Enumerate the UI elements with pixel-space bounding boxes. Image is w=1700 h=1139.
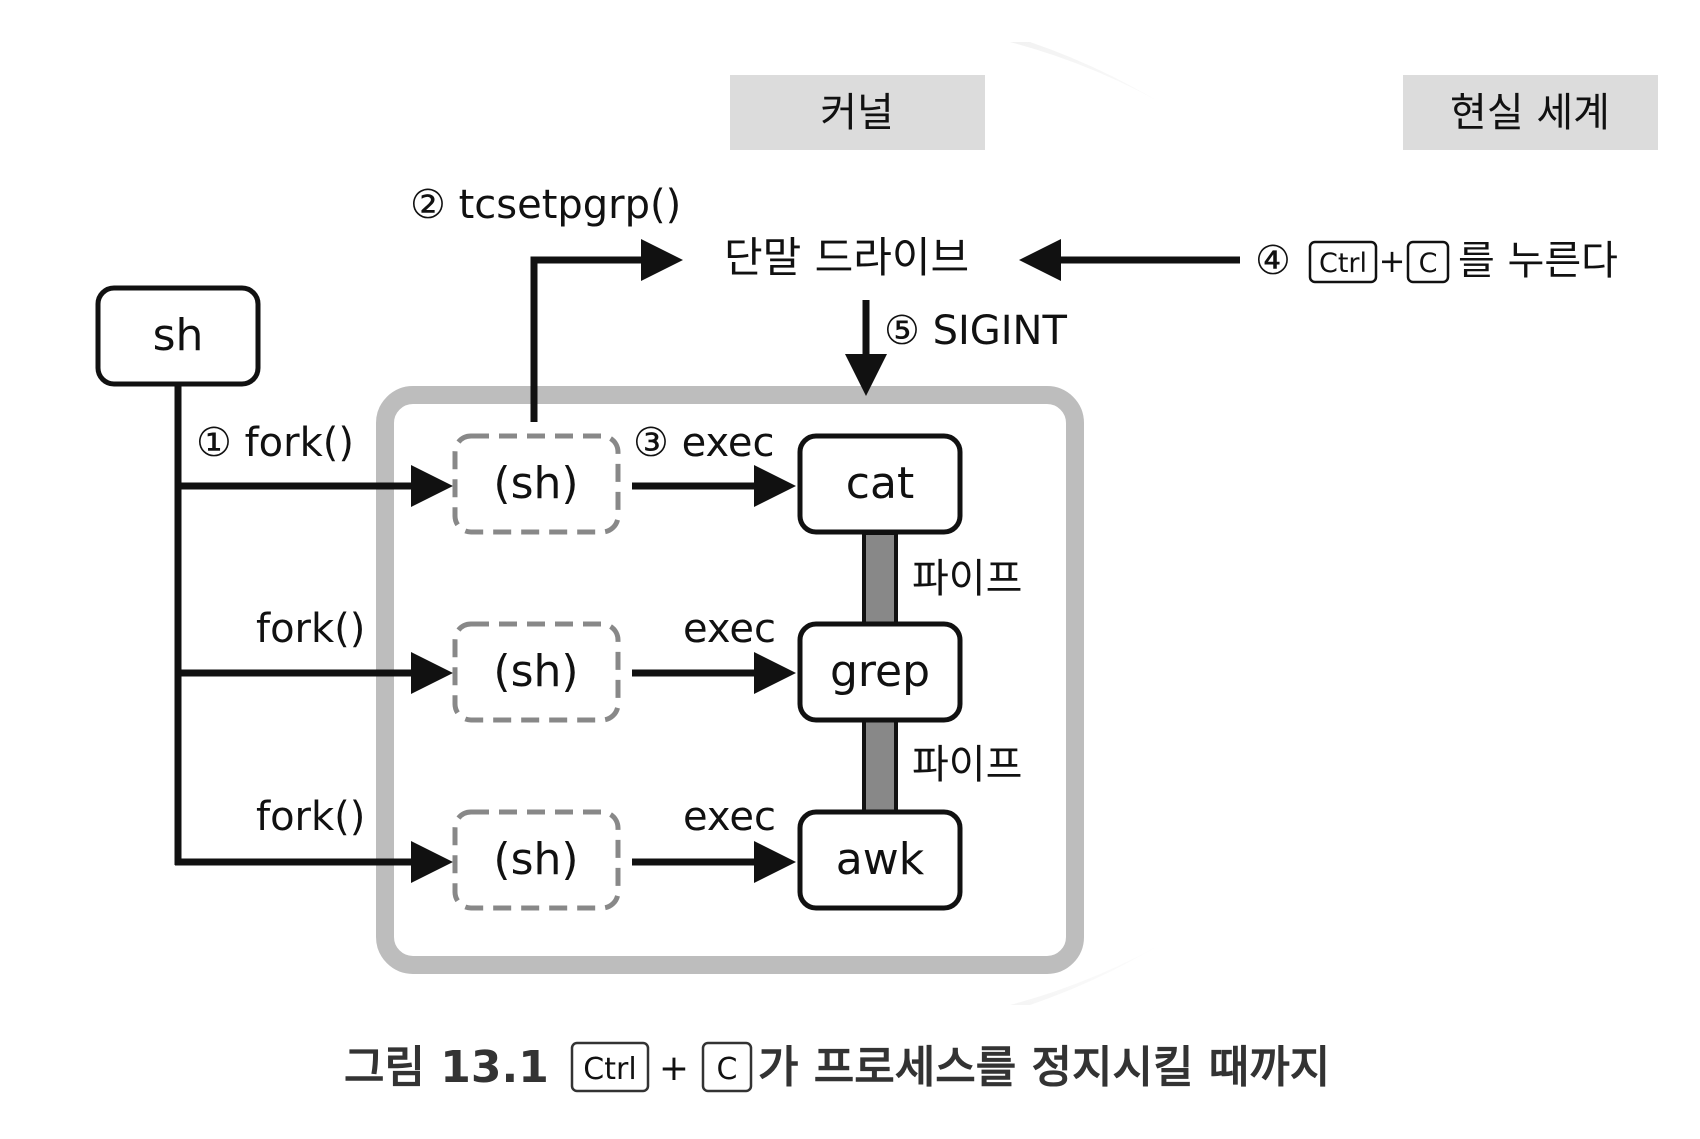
plus-label: +	[1379, 242, 1406, 280]
exec-label-2: exec	[683, 606, 776, 652]
caption-ctrl-key-icon	[570, 1041, 650, 1093]
caption-c-key-icon	[701, 1041, 753, 1093]
pipe-label-1: 파이프	[912, 556, 1022, 602]
child-sh-label-1: (sh)	[493, 458, 578, 509]
grep-label: grep	[830, 646, 930, 697]
real-world-zone-bg	[1403, 75, 1658, 150]
caption-c-key-label: C	[717, 1052, 738, 1087]
c-key-icon	[1406, 240, 1450, 284]
ctrl-key-label: Ctrl	[1319, 248, 1367, 279]
kernel-zone-bg	[730, 75, 985, 150]
caption-plus-label: +	[659, 1048, 689, 1089]
pipe-label-2: 파이프	[912, 742, 1022, 788]
caption-prefix: 그림 13.1	[344, 1042, 549, 1093]
child-sh-box-2	[452, 621, 621, 723]
caption-suffix: 가 프로세스를 정지시킬 때까지	[758, 1042, 1330, 1093]
cat-box	[797, 433, 963, 535]
fork-label-1: ① fork()	[196, 420, 354, 466]
pipe-bar-1	[862, 531, 898, 628]
child-sh-box-1	[452, 433, 621, 535]
sigint-label: ⑤ SIGINT	[884, 308, 1067, 354]
terminal-driver-label: 단말 드라이브	[724, 233, 969, 282]
cat-label: cat	[846, 458, 914, 509]
tcsetpgrp-label: ② tcsetpgrp()	[410, 182, 681, 228]
pipe-bar-2	[862, 718, 898, 815]
c-key-label: C	[1419, 248, 1438, 279]
caption-ctrl-key-label: Ctrl	[583, 1052, 636, 1087]
awk-box	[797, 809, 963, 911]
real-world-zone-label: 현실 세계	[1450, 90, 1610, 136]
tcsetpgrp-arrow	[530, 239, 683, 422]
exec-label-3: exec	[683, 794, 776, 840]
kernel-zone-label: 커널	[820, 90, 894, 136]
ctrl-key-icon	[1308, 240, 1378, 284]
fork-label-2: fork()	[256, 606, 365, 652]
step4-number: ④	[1255, 238, 1291, 284]
exec-label-1: ③ exec	[633, 420, 775, 466]
child-sh-box-3	[452, 809, 621, 911]
sh-label: sh	[153, 310, 204, 361]
step4-suffix: 를 누른다	[1458, 238, 1618, 284]
awk-label: awk	[836, 834, 925, 885]
grep-box	[797, 621, 963, 723]
fork-label-3: fork()	[256, 794, 365, 840]
child-sh-label-3: (sh)	[493, 834, 578, 885]
child-sh-label-2: (sh)	[493, 646, 578, 697]
